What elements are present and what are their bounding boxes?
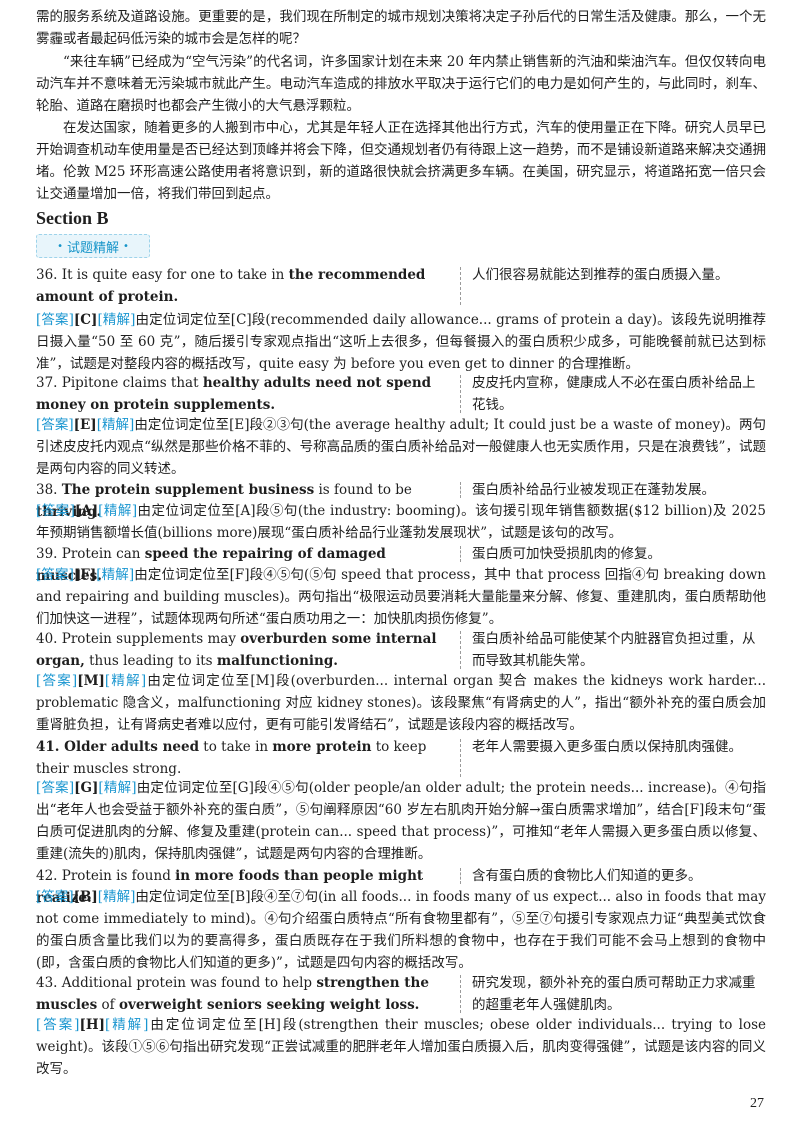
question-keyphrase: in more foods than people might realize. (36, 868, 424, 906)
answer-label: [答案] (36, 889, 74, 905)
analysis-text: 由定位词定位至[C]段(recommended daily allowance.… (36, 312, 766, 372)
intro-paragraph-1: 需的服务系统及道路设施。更重要的是，我们现在所制定的城市规划决策将决定子孙后代的… (36, 9, 766, 47)
answer-36: [答案][C][精解]由定位词定位至[C]段(recommended daily… (36, 309, 766, 375)
question-en: 36. It is quite easy for one to take in … (36, 264, 452, 308)
column-divider (460, 868, 461, 884)
column-divider (460, 546, 461, 562)
question-text-2: of (97, 997, 119, 1013)
answer-label: [答案] (36, 503, 75, 519)
analysis-text: 由定位词定位至[F]段④⑤句(⑤句 speed that process，其中 … (36, 567, 766, 627)
answer-43: [答案][H][精解]由定位词定位至[H]段(strengthen their … (36, 1014, 766, 1080)
answer-value: [A] (74, 503, 99, 519)
question-keyphrase: strengthen the muscles (36, 975, 429, 1013)
column-divider (460, 975, 461, 1013)
question-text: 38. (36, 482, 62, 498)
analysis-text: 由定位词定位至[E]段②③句(the average healthy adult… (36, 417, 766, 477)
question-text: to take in (199, 739, 273, 755)
answer-label: [答案] (36, 1017, 80, 1033)
answer-value: [G] (74, 780, 99, 796)
analysis-label: [精解] (98, 503, 138, 519)
question-en: 40. Protein supplements may overburden s… (36, 628, 452, 672)
analysis-text: 由定位词定位至[M]段(overburden... internal organ… (36, 673, 766, 733)
analysis-text: 由定位词定位至[H]段(strengthen their muscles; ob… (36, 1017, 766, 1077)
answer-value: [H] (79, 1017, 105, 1033)
intro-paragraph-3: 在发达国家，随着更多的人搬到市中心，尤其是年轻人正在选择其他出行方式，汽车的使用… (36, 120, 766, 202)
question-text-2: is found to be (314, 482, 412, 498)
section-banner: • 试题精解 • (36, 234, 150, 258)
analysis-label: [精解] (96, 417, 135, 433)
question-en: 41. Older adults need to take in more pr… (36, 736, 452, 780)
page-number: 27 (750, 1096, 764, 1111)
question-en: 37. Pipitone claims that healthy adults … (36, 372, 452, 416)
answer-label: [答案] (36, 567, 74, 583)
question-text-2: to keep their muscles strong. (36, 739, 427, 777)
question-keyphrase-2: overweight seniors seeking weight loss. (118, 997, 420, 1013)
analysis-label: [精解] (104, 673, 147, 689)
question-text: 40. Protein supplements may (36, 631, 241, 647)
section-title: Section B (36, 208, 109, 228)
question-translation: 含有蛋白质的食物比人们知道的更多。 (472, 868, 702, 884)
analysis-label: [精解] (98, 780, 137, 796)
question-translation: 蛋白质补给品行业被发现正在蓬勃发展。 (472, 482, 715, 498)
column-divider (460, 482, 461, 498)
question-text: 36. It is quite easy for one to take in (36, 267, 289, 283)
answer-value: [C] (73, 312, 98, 328)
analysis-label: [精解] (96, 567, 135, 583)
question-text: 39. Protein can (36, 546, 145, 562)
answer-label: [答案] (36, 673, 78, 689)
question-text-2: thus leading to its (84, 653, 217, 669)
question-en: 42. Protein is found in more foods than … (36, 865, 452, 909)
question-translation: 人们很容易就能达到推荐的蛋白质摄入量。 (472, 267, 729, 283)
intro-paragraph-2: “来往车辆”已经成为“空气污染”的代名词，许多国家计划在未来 20 年内禁止销售… (36, 54, 766, 114)
banner-label: 试题精解 (66, 240, 119, 256)
answer-label: [答案] (36, 417, 74, 433)
column-divider (460, 267, 461, 305)
analysis-text: 由定位词定位至[B]段④至⑦句(in all foods... in foods… (36, 889, 766, 971)
answer-38: [答案][A][精解]由定位词定位至[A]段⑤句(the industry: b… (36, 500, 766, 544)
question-text: 42. Protein is found (36, 868, 176, 884)
question-translation: 皮皮托内宣称，健康成人不必在蛋白质补给品上花钱。 (472, 375, 756, 413)
analysis-text: 由定位词定位至[G]段④⑤句(older people/an older adu… (36, 780, 766, 862)
question-translation: 老年人需要摄入更多蛋白质以保持肌肉强健。 (472, 739, 742, 755)
column-divider (460, 631, 461, 669)
question-keyphrase-2: more protein (272, 739, 372, 755)
banner-dot-right: • (123, 240, 129, 252)
answer-value: [B] (73, 889, 98, 905)
answer-value: [E] (73, 417, 97, 433)
answer-label: [答案] (36, 312, 74, 328)
question-text: 43. Additional protein was found to help (36, 975, 317, 991)
analysis-text: 由定位词定位至[A]段⑤句(the industry: booming)。该句援… (36, 503, 766, 541)
answer-37: [答案][E][精解]由定位词定位至[E]段②③句(the average he… (36, 414, 766, 480)
answer-42: [答案][B][精解]由定位词定位至[B]段④至⑦句(in all foods.… (36, 886, 766, 974)
question-translation: 研究发现，额外补充的蛋白质可帮助正力求减重的超重老年人强健肌肉。 (472, 975, 756, 1013)
answer-41: [答案][G][精解]由定位词定位至[G]段④⑤句(older people/a… (36, 777, 766, 865)
question-keyphrase: speed the repairing of damaged muscles. (36, 546, 386, 584)
question-keyphrase-2: thriving. (36, 504, 102, 520)
question-keyphrase: healthy adults need not spend money on p… (36, 375, 432, 413)
question-text: 37. Pipitone claims that (36, 375, 203, 391)
banner-dot-left: • (57, 240, 63, 252)
analysis-label: [精解] (104, 1017, 149, 1033)
question-keyphrase: the recommended amount of protein. (36, 267, 426, 305)
question-keyphrase: overburden some internal organ, (36, 631, 437, 669)
question-keyphrase: 41. Older adults need (36, 739, 200, 755)
question-en: 38. The protein supplement business is f… (36, 479, 452, 523)
answer-value: [F] (73, 567, 97, 583)
question-translation: 蛋白质可加快受损肌肉的修复。 (472, 546, 661, 562)
answer-40: [答案][M][精解]由定位词定位至[M]段(overburden... int… (36, 670, 766, 736)
question-keyphrase: The protein supplement business (61, 482, 315, 498)
column-divider (460, 739, 461, 777)
answer-39: [答案][F][精解]由定位词定位至[F]段④⑤句(⑤句 speed that … (36, 564, 766, 630)
question-en: 39. Protein can speed the repairing of d… (36, 543, 452, 587)
analysis-label: [精解] (97, 889, 136, 905)
question-keyphrase-2: malfunctioning. (216, 653, 338, 669)
question-translation: 蛋白质补给品可能使某个内脏器官负担过重，从而导致其机能失常。 (472, 631, 756, 669)
answer-value: [M] (77, 673, 105, 689)
analysis-label: [精解] (97, 312, 136, 328)
question-en: 43. Additional protein was found to help… (36, 972, 452, 1016)
column-divider (460, 375, 461, 413)
answer-label: [答案] (36, 780, 75, 796)
